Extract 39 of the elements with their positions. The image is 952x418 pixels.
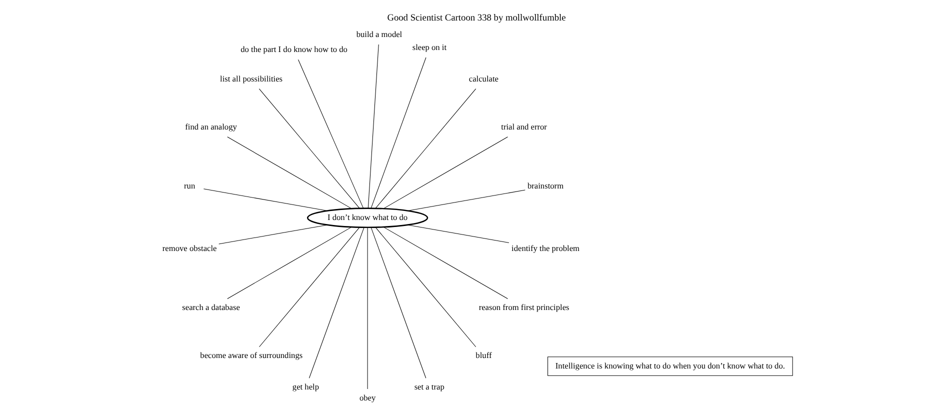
node-text: search a database: [182, 302, 240, 312]
diagram-title: Good Scientist Cartoon 338 by mollwollfumble: [386, 13, 566, 24]
connector: [407, 224, 509, 243]
connector: [258, 226, 360, 347]
node-ellipse: I don’t know what to do: [306, 207, 428, 228]
connector: [202, 188, 327, 210]
connector: [226, 226, 352, 298]
connector: [258, 88, 360, 208]
node-text: brainstorm: [526, 180, 564, 190]
node-text: build a model: [356, 30, 402, 39]
node-text: trial and error: [500, 122, 546, 131]
node-box: Intelligence is knowing what to do when you don’t know what to do.: [547, 356, 792, 376]
node-text: set a trap: [414, 382, 444, 392]
node-text: calculate: [468, 74, 498, 83]
node-text: list all possibilities: [220, 74, 282, 83]
node-text: remove obstacle: [162, 244, 216, 253]
node-text: reason from first principles: [478, 302, 569, 312]
connector: [226, 136, 352, 208]
connector: [374, 226, 476, 347]
node-text: sleep on it: [412, 42, 446, 52]
connector: [370, 56, 426, 208]
connector: [308, 226, 364, 378]
connector: [382, 226, 508, 298]
connector: [382, 136, 508, 208]
node-text: obey: [358, 393, 376, 402]
connector: [297, 58, 364, 208]
node-text: get help: [292, 382, 319, 392]
connector: [370, 226, 426, 378]
node-text: become aware of surroundings: [200, 350, 302, 360]
connector: [374, 88, 476, 208]
connector: [367, 44, 378, 208]
connector: [407, 189, 525, 210]
connector: [218, 224, 327, 244]
node-text: do the part I do know how to do: [240, 44, 347, 54]
node-text: run: [184, 180, 195, 190]
connector: [366, 226, 368, 389]
node-text: bluff: [475, 350, 492, 360]
node-text: find an analogy: [184, 122, 236, 131]
node-text: identify the problem: [511, 244, 580, 253]
